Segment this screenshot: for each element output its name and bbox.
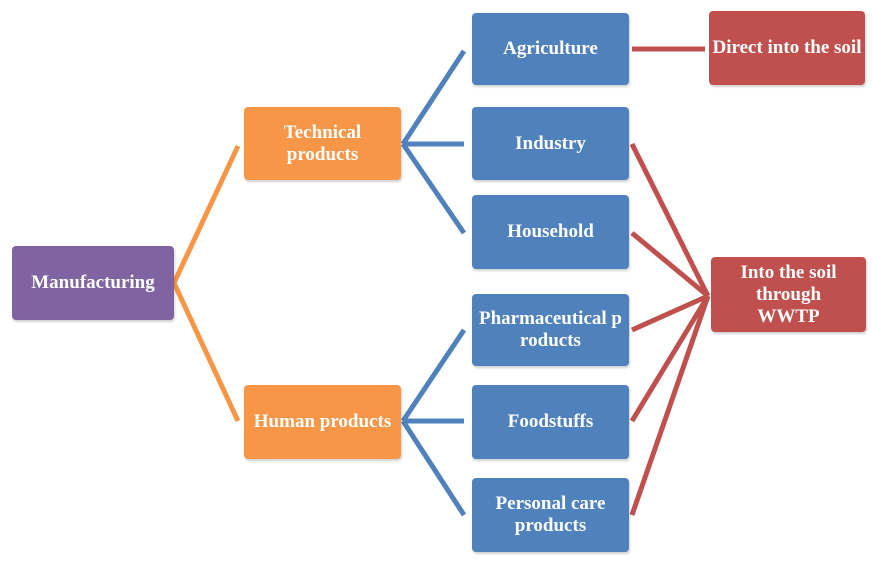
node-manufacturing: Manufacturing: [12, 246, 174, 320]
edge-manufacturing-technical: [171, 144, 241, 285]
edge-human-pharmaceutical: [400, 328, 467, 423]
node-label: Into the soil through WWTP: [740, 261, 837, 327]
edge-manufacturing-human: [171, 281, 241, 423]
node-household: Household: [472, 195, 629, 269]
node-technical-products: Technical products: [244, 107, 401, 180]
edge-household-wwtp: [630, 231, 710, 298]
node-personal-care-products: Personal care products: [472, 478, 629, 552]
edge-human-personal-care: [400, 419, 467, 517]
node-into-soil-through-wwtp: Into the soil through WWTP: [711, 257, 866, 332]
edge-industry-wwtp: [629, 142, 711, 298]
node-label: Foodstuffs: [507, 411, 594, 432]
edge-pharmaceutical-wwtp: [630, 293, 710, 333]
node-label: Personal care products: [495, 493, 606, 536]
node-label: Household: [507, 221, 594, 242]
edge-technical-agriculture: [400, 49, 467, 146]
node-label: Agriculture: [503, 38, 598, 59]
node-direct-into-soil: Direct into the soil: [709, 11, 865, 85]
node-agriculture: Agriculture: [472, 13, 629, 85]
node-foodstuffs: Foodstuffs: [472, 385, 629, 459]
edge-technical-household: [400, 142, 467, 235]
node-label: Manufacturing: [31, 272, 155, 293]
node-label: Industry: [515, 132, 586, 154]
node-label: Pharmaceutical products: [478, 308, 622, 351]
node-label: Technical products: [283, 121, 362, 165]
node-label: Direct into the soil: [712, 37, 862, 58]
edge-personal-care-wwtp: [629, 295, 711, 516]
node-label: Human products: [253, 411, 392, 432]
node-industry: Industry: [472, 107, 629, 180]
node-human-products: Human products: [244, 385, 401, 459]
node-pharmaceutical-products: Pharmaceutical products: [472, 294, 629, 366]
edge-foodstuffs-wwtp: [629, 294, 711, 423]
